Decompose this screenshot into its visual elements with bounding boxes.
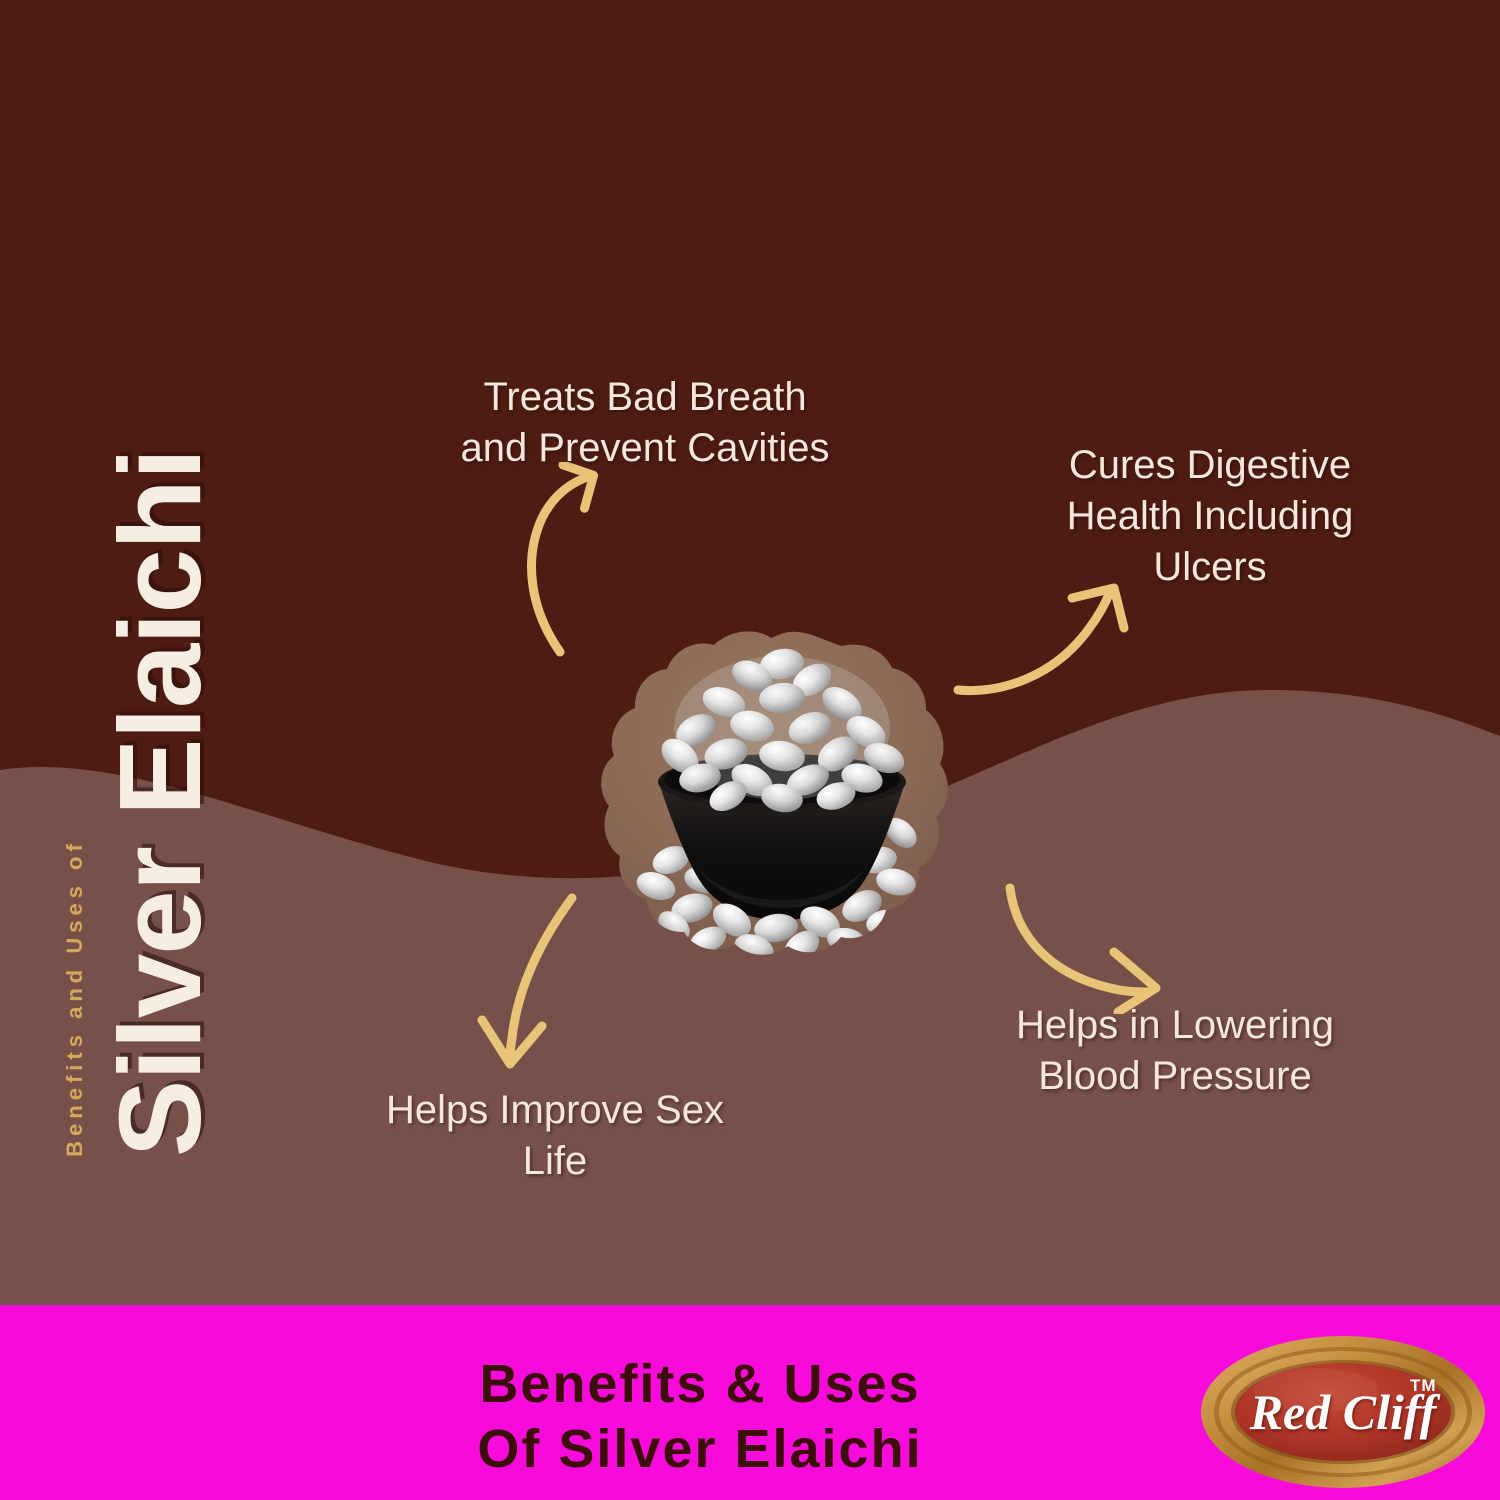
curved-arrow-down-icon [477, 893, 577, 1069]
brand-logo-red-cliff[interactable]: Red Cliff TM [1198, 1332, 1488, 1492]
product-image-silver-elaichi [601, 631, 948, 955]
background-wave-divider [0, 689, 1500, 1310]
product-contents [636, 648, 917, 955]
benefit-label-bad-breath: Treats Bad Breath and Prevent Cavities [460, 375, 830, 471]
curved-arrow-up-right-icon [953, 583, 1129, 696]
curved-arrow-up-icon [527, 462, 599, 657]
logo-trademark-symbol: TM [1410, 1376, 1437, 1395]
benefit-label-blood-pressure: Helps in Lowering Blood Pressure [1016, 1003, 1334, 1099]
logo-badge-shape [1201, 1336, 1485, 1488]
banner-title: Benefits & Uses Of Silver Elaichi [477, 1354, 923, 1479]
elaichi-heap [661, 648, 905, 813]
benefit-label-sex-life: Helps Improve Sex Life [386, 1088, 724, 1184]
benefit-label-digestive-health: Cures Digestive Health Including Ulcers [1066, 443, 1354, 590]
curved-arrow-down-right-icon [1005, 883, 1161, 1014]
